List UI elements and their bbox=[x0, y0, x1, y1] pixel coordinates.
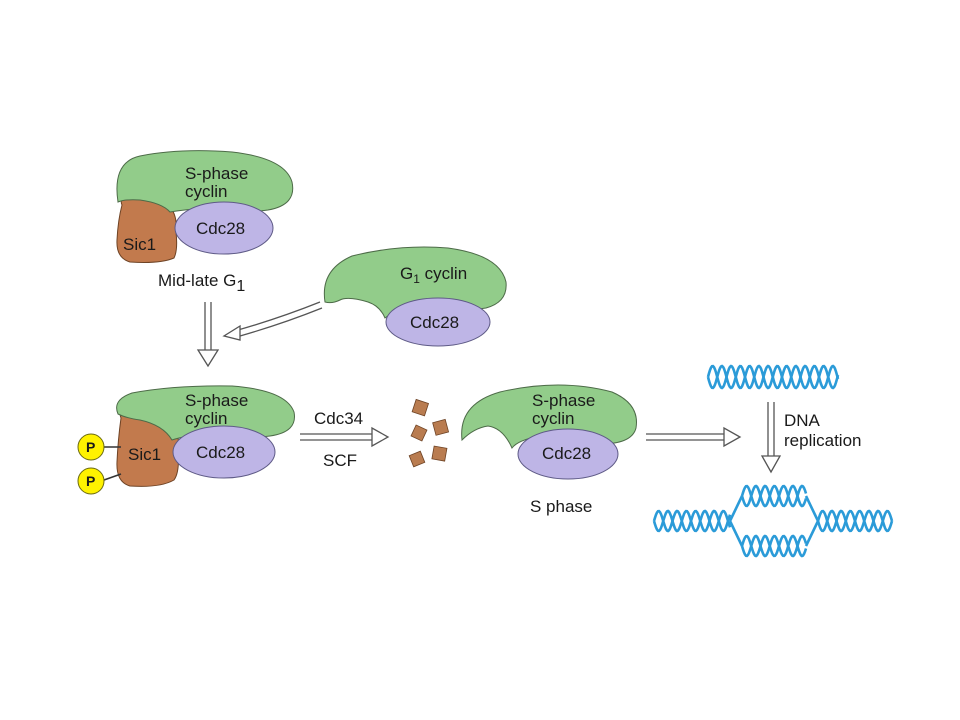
arrow-to-dna bbox=[646, 426, 742, 448]
dna-replication-fork bbox=[652, 484, 894, 558]
cyclin-active-label-line1: S-phase bbox=[532, 391, 595, 410]
dna-helix-parent bbox=[706, 364, 840, 390]
fragment-5 bbox=[408, 450, 426, 468]
cyclin-phos-label-line2: cyclin bbox=[185, 409, 228, 428]
sic1-label: Sic1 bbox=[123, 235, 156, 254]
fragment-3 bbox=[410, 424, 428, 442]
dna-fork-connector-4 bbox=[804, 520, 820, 547]
g1-cyclin-label: G1 cyclin bbox=[400, 264, 467, 286]
phosphate-circle-1 bbox=[77, 433, 105, 461]
stage-label-mid-late-g1: Mid-late G1 bbox=[158, 271, 245, 295]
s-phase-cyclin-phos-shape bbox=[116, 385, 295, 441]
degradation-arrow: Cdc34 SCF bbox=[300, 409, 390, 470]
dna-helix-daughter-bottom-strand-1 bbox=[740, 534, 808, 558]
phosphate-label-2: P bbox=[86, 473, 95, 489]
stage-label-s-phase: S phase bbox=[530, 497, 592, 516]
cdc28-phos-shape bbox=[172, 425, 276, 479]
cyclin-label-line1: S-phase bbox=[185, 164, 248, 183]
phos-bond-2 bbox=[103, 473, 122, 481]
dna-helix-daughter-bottom bbox=[740, 534, 808, 558]
fragment-1 bbox=[411, 398, 430, 417]
dna-fork-connector-1 bbox=[728, 495, 744, 522]
sic1-fragments bbox=[408, 398, 450, 468]
cdc28-phos-label: Cdc28 bbox=[196, 443, 245, 462]
complex-active-s-phase: S-phase cyclin Cdc28 S phase bbox=[461, 384, 637, 516]
dna-helix-daughter-bottom-strand-2 bbox=[740, 534, 808, 558]
cyclin-phos-label-line1: S-phase bbox=[185, 391, 248, 410]
cdc28-active-shape bbox=[517, 428, 619, 480]
arrow-g1-to-sic1 bbox=[222, 301, 323, 341]
cyclin-active-label-line2: cyclin bbox=[532, 409, 575, 428]
dna-replication-arrow bbox=[760, 402, 782, 474]
complex-sic1-inhibited: S-phase cyclin Cdc28 Sic1 Mid-late G1 bbox=[116, 150, 294, 295]
dna-fork-connector-3 bbox=[804, 495, 820, 522]
dna-section: DNA replication bbox=[652, 364, 894, 558]
dna-helix-parent-strand-2 bbox=[706, 364, 840, 390]
dna-helix-daughter-top bbox=[740, 484, 808, 508]
dna-helix-right-strand-2 bbox=[816, 509, 894, 533]
dna-helix-left-strand-2 bbox=[652, 509, 732, 533]
phosphate-label-1: P bbox=[86, 439, 95, 455]
dna-helix-left-strand-1 bbox=[652, 509, 732, 533]
dna-label-line1: DNA bbox=[784, 411, 821, 430]
dna-helix-daughter-top-strand-1 bbox=[740, 484, 808, 508]
fragment-4 bbox=[431, 445, 448, 462]
phosphate-circle-2 bbox=[77, 467, 105, 495]
cyclin-label-line2: cyclin bbox=[185, 182, 228, 201]
arrow-down-top bbox=[196, 302, 220, 368]
cdc28-active-label: Cdc28 bbox=[542, 444, 591, 463]
sic1-phos-label: Sic1 bbox=[128, 445, 161, 464]
g1-cdc28-label: Cdc28 bbox=[410, 313, 459, 332]
g1-cdc28-shape bbox=[385, 297, 491, 347]
scf-label: SCF bbox=[323, 451, 357, 470]
dna-double-helix bbox=[706, 364, 840, 390]
dna-label-line2: replication bbox=[784, 431, 862, 450]
s-phase-cyclin-shape bbox=[116, 150, 294, 213]
dna-fork-connector-2 bbox=[728, 520, 744, 547]
complex-g1-cyclin: G1 cyclin Cdc28 bbox=[323, 246, 507, 347]
dna-helix-daughter-top-strand-2 bbox=[740, 484, 808, 508]
dna-helix-left bbox=[652, 509, 732, 533]
complex-sic1-phosphorylated: S-phase cyclin Cdc28 Sic1 P P bbox=[77, 385, 295, 495]
cdc28-shape bbox=[174, 201, 274, 255]
cdc34-label: Cdc34 bbox=[314, 409, 363, 428]
fragment-2 bbox=[432, 418, 450, 436]
dna-helix-right bbox=[816, 509, 894, 533]
cdc28-label: Cdc28 bbox=[196, 219, 245, 238]
